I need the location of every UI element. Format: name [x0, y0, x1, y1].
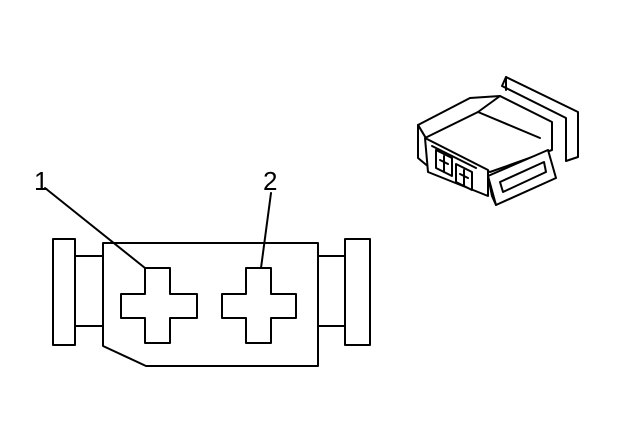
left-tab-neck	[74, 255, 104, 327]
latch-slot	[499, 161, 547, 193]
rear-flange	[501, 76, 579, 162]
callout-1: 1	[34, 166, 48, 196]
right-lock-tab	[344, 238, 371, 346]
latch-edge	[487, 175, 497, 206]
terminal-cavity-2-face	[221, 267, 297, 344]
right-tab-neck	[317, 255, 346, 327]
body-ridge	[477, 111, 541, 139]
callout-2: 2	[263, 166, 277, 196]
terminal-1-cross	[439, 155, 449, 173]
face-inner-edge	[431, 145, 477, 169]
leader-line-1	[44, 187, 146, 269]
terminal-cavity-1-face	[120, 267, 198, 344]
left-lock-tab	[52, 238, 76, 346]
terminal-2-cross	[459, 169, 469, 187]
connector-face-view: 1 2	[34, 166, 371, 367]
connector-isometric-view	[417, 76, 579, 206]
leader-line-2	[260, 192, 272, 269]
